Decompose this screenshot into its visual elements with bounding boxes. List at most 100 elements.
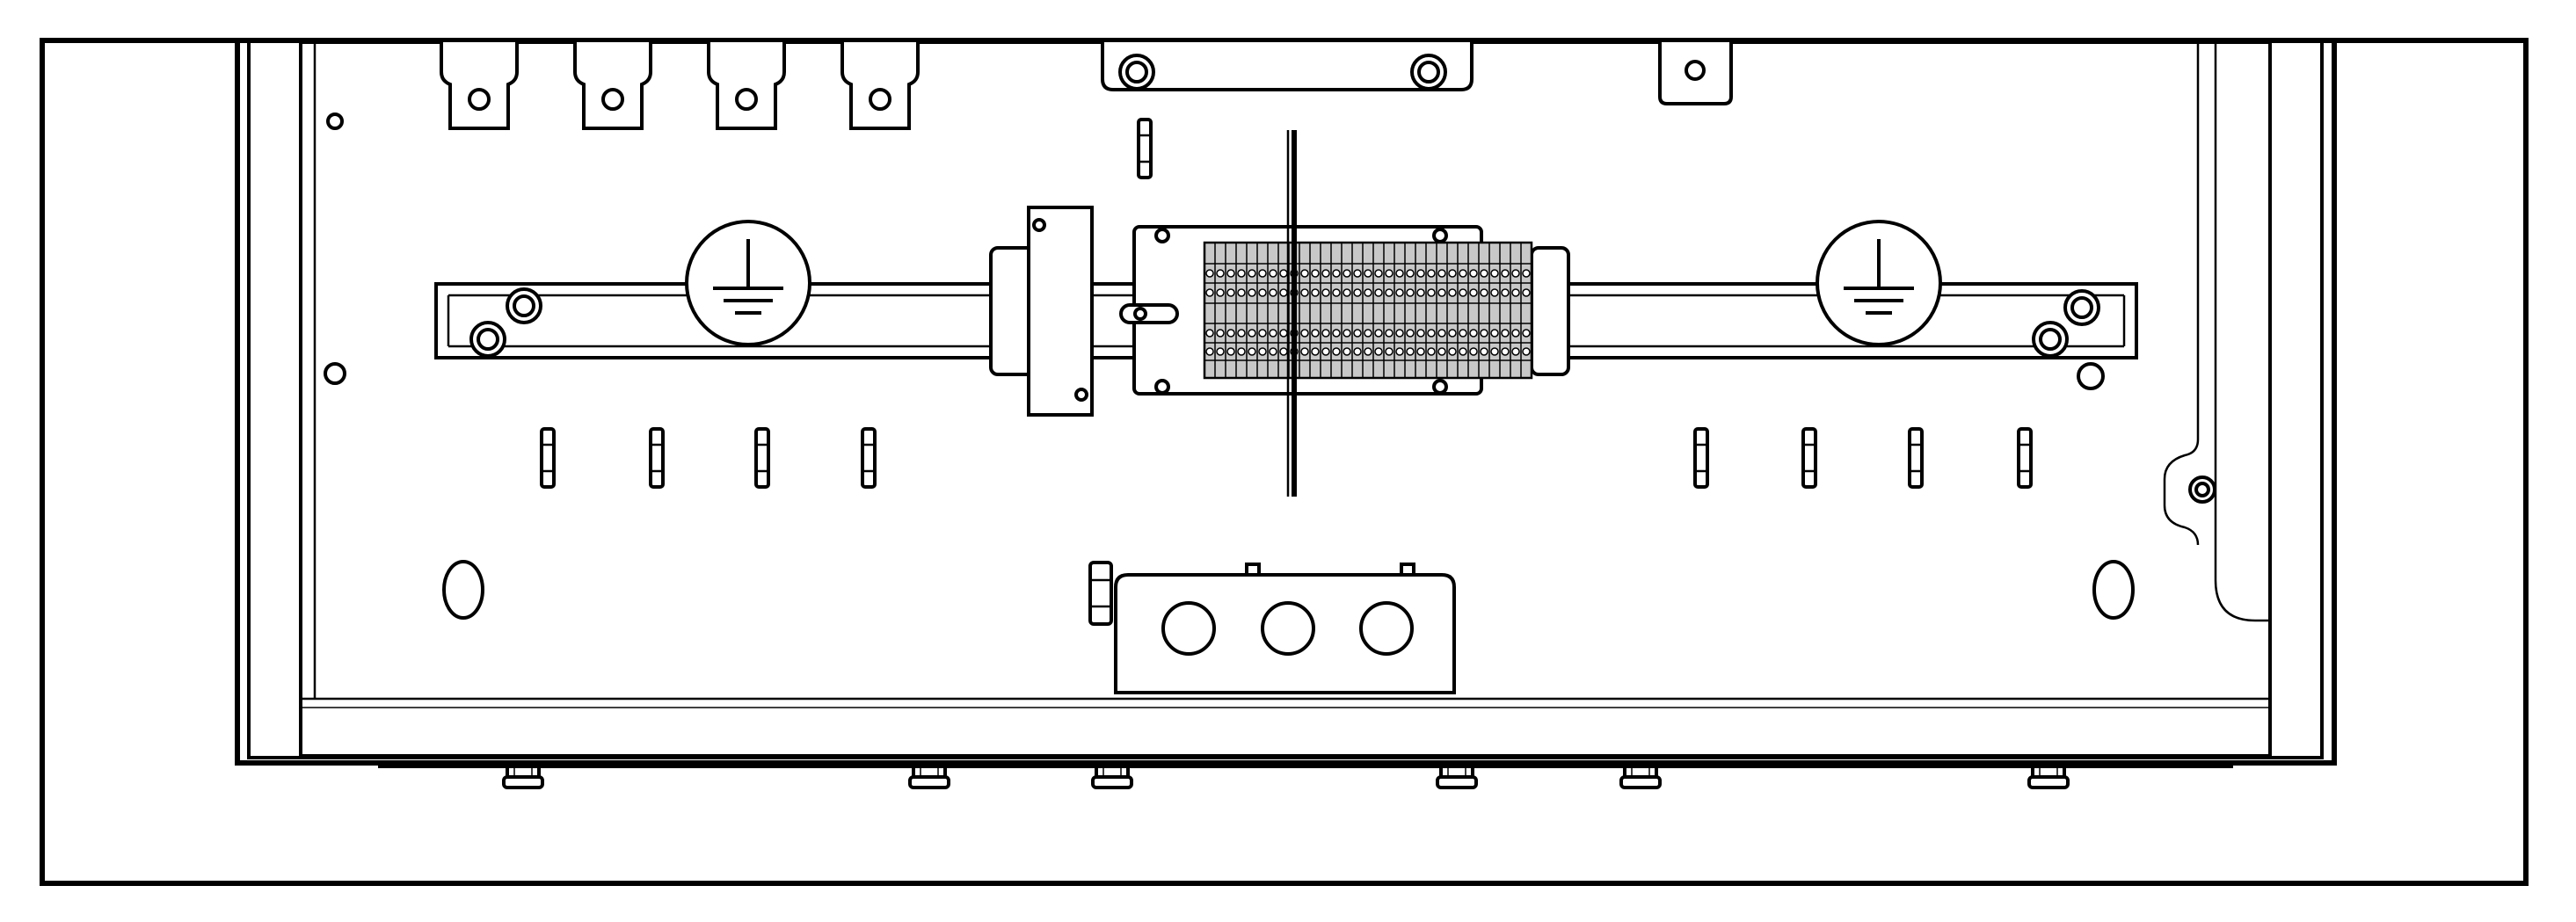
terminal-screw	[1448, 329, 1457, 338]
terminal-screw	[1448, 288, 1457, 297]
terminal-screw	[1459, 329, 1467, 338]
slot-icon	[649, 427, 665, 489]
terminal-screw	[1395, 347, 1404, 356]
terminal-screw	[1343, 347, 1351, 356]
terminal-screw	[1311, 347, 1320, 356]
terminal-screw	[1332, 347, 1341, 356]
terminal-screw	[1332, 329, 1341, 338]
terminal-screw	[1332, 288, 1341, 297]
bolt-icon	[2032, 321, 2069, 358]
slot-icon	[1137, 118, 1153, 179]
slot-icon	[2017, 427, 2033, 489]
terminal-screw	[1300, 329, 1309, 338]
terminal-screw	[1459, 288, 1467, 297]
terminal-screw	[1406, 329, 1415, 338]
terminal-screw	[1258, 347, 1267, 356]
gland-plate	[1088, 561, 1456, 694]
terminal-screw	[1321, 269, 1330, 278]
mounting-hole	[324, 362, 346, 385]
terminal-screw	[1205, 288, 1214, 297]
terminal-screw	[1216, 347, 1225, 356]
terminal-screw	[1416, 269, 1425, 278]
terminal-screw	[1459, 347, 1467, 356]
terminal-screw	[1226, 329, 1235, 338]
foot-icon	[2027, 765, 2070, 789]
knockout-icon	[1161, 601, 1216, 656]
terminal-screw	[1427, 329, 1436, 338]
terminal-screw	[1321, 329, 1330, 338]
terminal-screw	[1374, 269, 1383, 278]
terminal-screw	[1311, 269, 1320, 278]
terminal-screw	[1237, 347, 1246, 356]
slot-icon	[540, 427, 556, 489]
terminal-screw	[1258, 329, 1267, 338]
terminal-screw	[1416, 347, 1425, 356]
terminal-screw	[1522, 269, 1531, 278]
terminal-screw	[1353, 329, 1362, 338]
terminal-screw	[1448, 347, 1457, 356]
terminal-screw	[1374, 288, 1383, 297]
terminal-screw	[1205, 329, 1214, 338]
terminal-screw	[1269, 347, 1277, 356]
terminal-screw	[1248, 329, 1256, 338]
terminal-block-assembly	[989, 130, 1570, 497]
top-mounting-tabs	[440, 42, 1733, 130]
terminal-screw	[1437, 329, 1446, 338]
terminal-screw	[1258, 288, 1267, 297]
terminal-screw	[1321, 347, 1330, 356]
knockout-icon	[442, 560, 484, 620]
enclosure-body	[235, 40, 2337, 768]
bolt-icon	[2063, 289, 2100, 326]
terminal-screw	[1205, 347, 1214, 356]
terminal-screw	[1226, 288, 1235, 297]
terminal-screw	[1385, 288, 1394, 297]
terminal-screw	[1364, 269, 1372, 278]
terminal-screw	[1343, 329, 1351, 338]
foot-icon	[908, 765, 950, 789]
terminal-screw	[1279, 269, 1288, 278]
terminal-screw	[1279, 288, 1288, 297]
foot-icon	[1091, 765, 1133, 789]
terminal-screw	[1311, 329, 1320, 338]
terminal-screw	[1490, 269, 1499, 278]
terminal-screw	[1437, 269, 1446, 278]
foot-icon	[1619, 765, 1662, 789]
terminal-screw	[1511, 269, 1520, 278]
terminal-screw	[1448, 269, 1457, 278]
slot-icon	[1908, 427, 1924, 489]
terminal-screw	[1385, 347, 1394, 356]
terminal-screw	[1311, 288, 1320, 297]
terminal-screw	[1248, 288, 1256, 297]
terminal-screw	[1459, 269, 1467, 278]
terminal-screw	[1406, 347, 1415, 356]
terminal-screw	[1501, 329, 1510, 338]
terminal-screw	[1300, 288, 1309, 297]
slot-icon	[1801, 427, 1817, 489]
terminal-screw	[1395, 288, 1404, 297]
terminal-screw	[1480, 347, 1488, 356]
terminal-screw	[1522, 288, 1531, 297]
bolt-icon	[1410, 54, 1447, 91]
terminal-screw	[1353, 288, 1362, 297]
terminal-screw	[1258, 269, 1267, 278]
terminal-screw	[1353, 347, 1362, 356]
terminal-screw	[1427, 288, 1436, 297]
terminal-screw	[1321, 288, 1330, 297]
slot-icon	[1693, 427, 1709, 489]
terminal-screw	[1364, 288, 1372, 297]
terminal-screw	[1226, 347, 1235, 356]
terminal-screw	[1237, 269, 1246, 278]
terminal-screw	[1416, 288, 1425, 297]
terminal-screw	[1248, 347, 1256, 356]
ground-icon	[685, 220, 811, 346]
terminal-screw	[1490, 288, 1499, 297]
terminal-screw	[1353, 269, 1362, 278]
terminal-screw	[1490, 329, 1499, 338]
terminal-screw	[1364, 347, 1372, 356]
terminal-screw	[1343, 288, 1351, 297]
terminal-screw	[1480, 329, 1488, 338]
terminal-screw	[1269, 288, 1277, 297]
terminal-screw	[1469, 329, 1478, 338]
terminal-screw	[1406, 288, 1415, 297]
